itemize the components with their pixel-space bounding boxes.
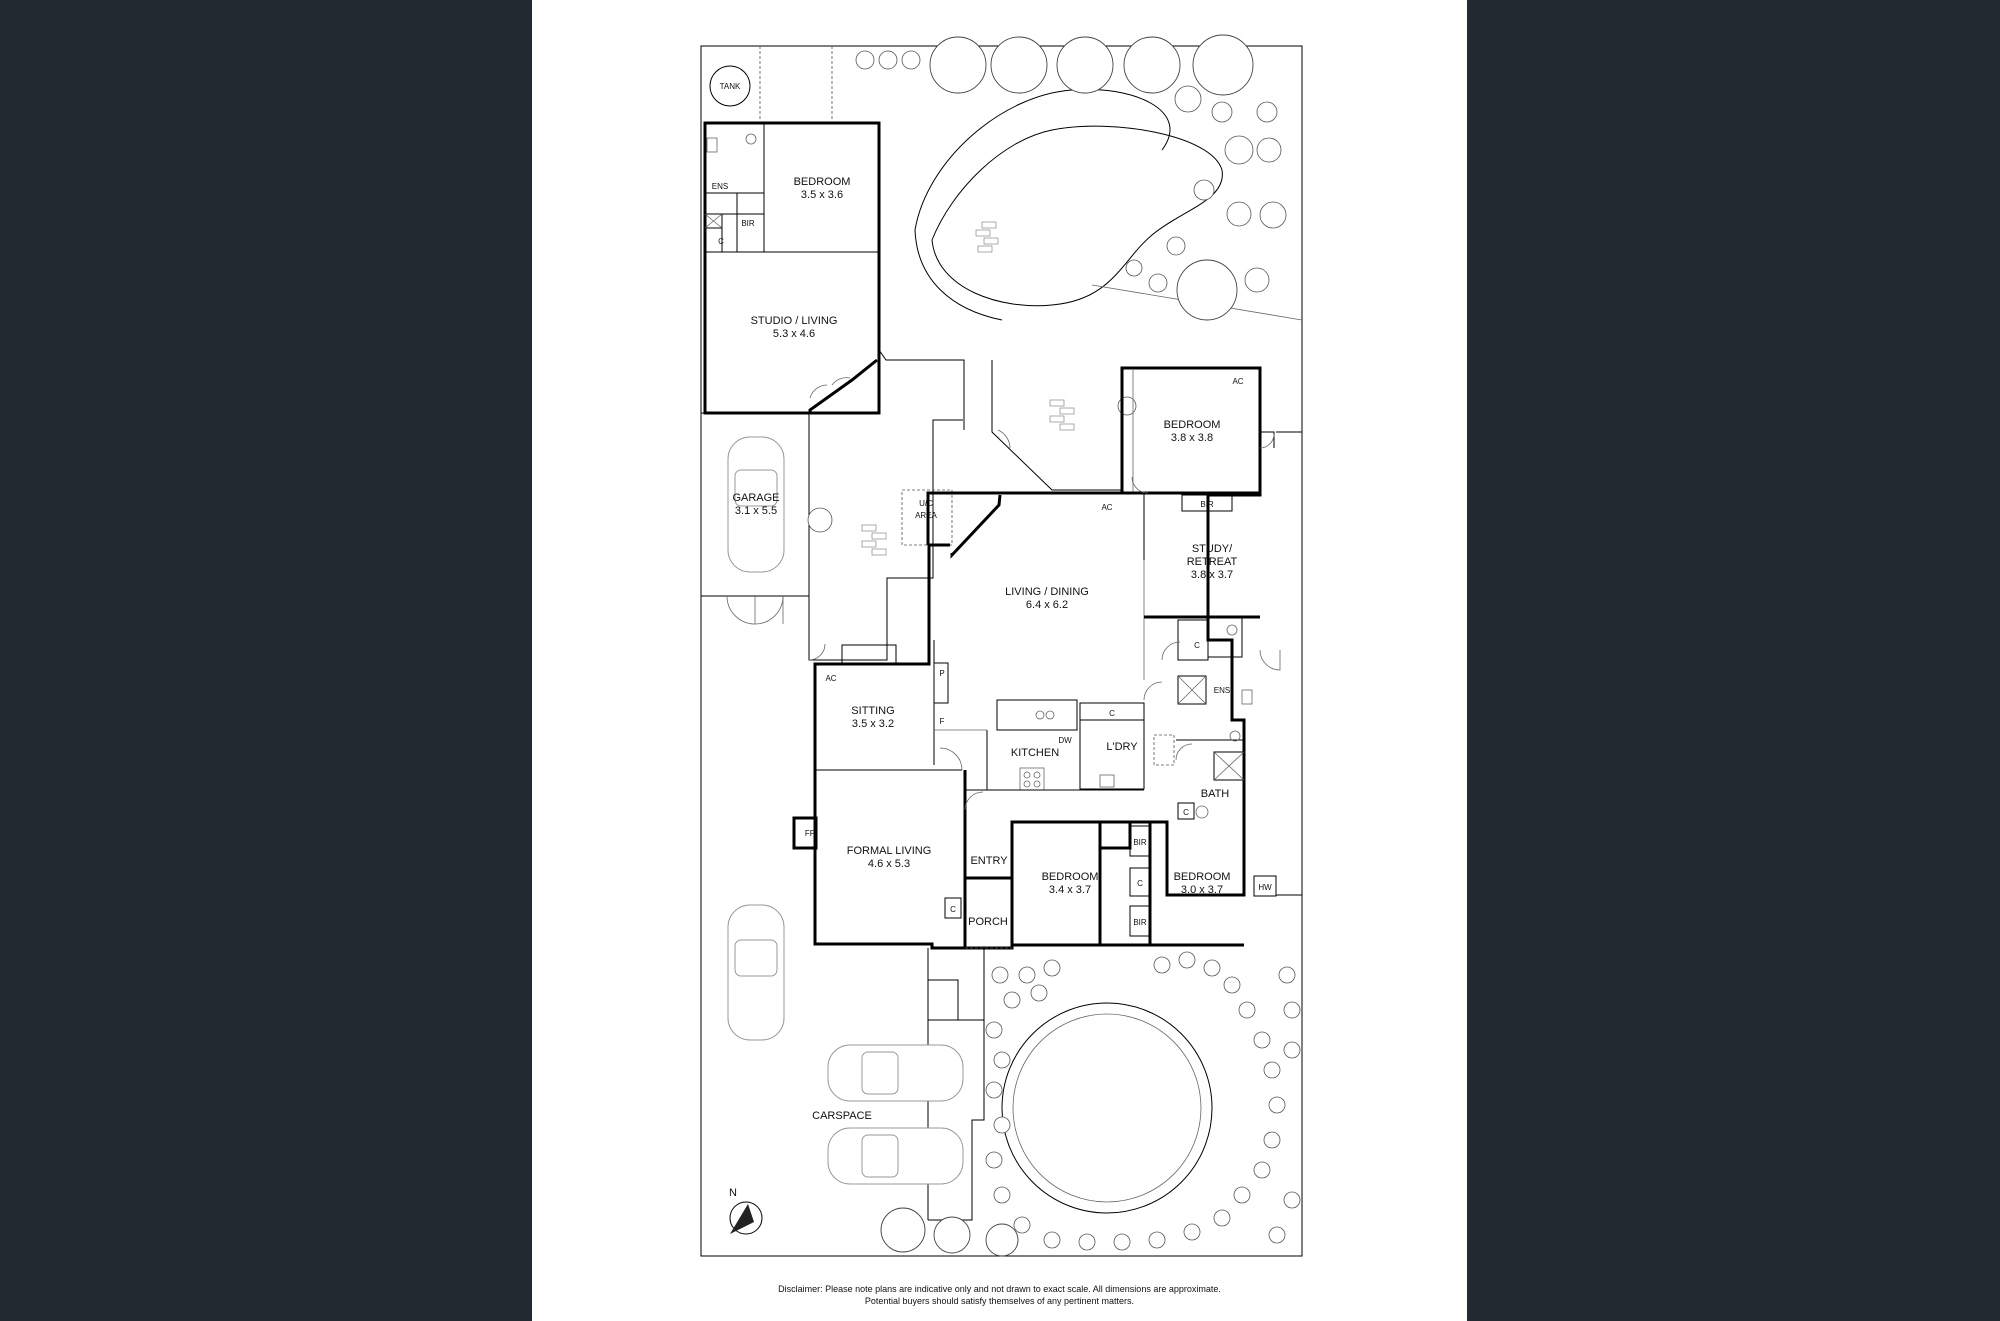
water-tank — [709, 65, 751, 107]
room-size-bedroom-rear: 3.5 x 3.6 — [801, 189, 843, 201]
studio-building: ENS BIR C BEDROOM 3.5 x 3.6 STUDIO / LIV… — [703, 121, 965, 430]
room-size-studio: 5.3 x 4.6 — [773, 328, 815, 340]
bir-rear-label: BIR — [741, 219, 755, 228]
room-size-bedroom-3: 3.4 x 3.7 — [1049, 884, 1091, 896]
room-name-bedroom-3: BEDROOM — [1042, 871, 1099, 883]
room-name-study-2: RETREAT — [1187, 556, 1238, 568]
room-name-garage: GARAGE — [732, 492, 779, 504]
north-arrow-icon: N — [729, 1187, 763, 1235]
room-name-formal: FORMAL LIVING — [847, 845, 932, 857]
fireplace-label: FP — [805, 829, 815, 838]
garage: GARAGE 3.1 x 5.5 — [700, 412, 810, 625]
front-shrubs — [880, 951, 1301, 1257]
room-size-bedroom-4: 3.0 x 3.7 — [1181, 884, 1223, 896]
fridge-label: F — [940, 717, 945, 726]
room-size-garage: 3.1 x 5.5 — [735, 505, 777, 517]
room-name-bedroom-ne: BEDROOM — [1164, 419, 1221, 431]
porch-label: PORCH — [968, 916, 1008, 928]
closet-mid-label: C — [1137, 879, 1143, 888]
uc-area-label: U/C — [919, 499, 933, 508]
room-size-sitting: 3.5 x 3.2 — [852, 718, 894, 730]
closet-entry-label: C — [950, 905, 956, 914]
disclaimer-line-1: Disclaimer: Please note plans are indica… — [778, 1284, 1221, 1294]
floor-plan: TANK — [700, 34, 1303, 1257]
entry-label: ENTRY — [970, 855, 1008, 867]
front-garden: CARSPACE N — [727, 904, 1301, 1257]
closet-rear-label: C — [718, 237, 724, 246]
disclaimer: Disclaimer: Please note plans are indica… — [532, 1283, 1467, 1307]
bir-b-label: BIR — [1133, 918, 1147, 927]
north-label: N — [729, 1187, 737, 1199]
closet-bath-label: C — [1183, 808, 1189, 817]
room-name-sitting: SITTING — [851, 705, 894, 717]
disclaimer-line-2: Potential buyers should satisfy themselv… — [864, 1296, 1135, 1306]
room-size-bedroom-ne: 3.8 x 3.8 — [1171, 432, 1213, 444]
tank-label: TANK — [720, 82, 741, 91]
closet-kitchen-label: C — [1109, 709, 1115, 718]
room-name-studio: STUDIO / LIVING — [751, 315, 838, 327]
front-garden-circle — [1001, 1002, 1213, 1214]
dishwasher-label: DW — [1058, 736, 1072, 745]
laundry-label: L'DRY — [1106, 741, 1138, 753]
ac-living-label: AC — [1101, 503, 1112, 512]
bir-ne-label: BIR — [1200, 500, 1214, 509]
pantry-label: P — [939, 669, 944, 678]
kitchen-label: KITCHEN — [1011, 747, 1059, 759]
garden-trees — [855, 34, 1287, 321]
main-house: BIR AC BEDROOM 3.8 x 3.8 AC LIVING / DIN… — [792, 360, 1303, 950]
floor-plan-sheet: TANK — [532, 0, 1467, 1321]
ensuite-rear-label: ENS — [712, 182, 728, 191]
property-boundary — [700, 45, 1303, 1257]
closet-study-label: C — [1194, 641, 1200, 650]
room-name-bedroom-4: BEDROOM — [1174, 871, 1231, 883]
courtyard: U/C AREA — [807, 413, 963, 661]
room-size-study: 3.8 x 3.7 — [1191, 569, 1233, 581]
bir-a-label: BIR — [1133, 838, 1147, 847]
ac-ne-label: AC — [1232, 377, 1243, 386]
rear-garden: TANK — [709, 34, 1303, 321]
ac-sitting-label: AC — [825, 674, 836, 683]
room-name-living: LIVING / DINING — [1005, 586, 1089, 598]
uc-area-label-2: AREA — [915, 511, 937, 520]
ensuite-mid-label: ENS — [1214, 686, 1230, 695]
bath-label: BATH — [1201, 788, 1230, 800]
hot-water-label: HW — [1258, 883, 1272, 892]
carspace-label: CARSPACE — [812, 1110, 872, 1122]
room-size-formal: 4.6 x 5.3 — [868, 858, 910, 870]
room-size-living: 6.4 x 6.2 — [1026, 599, 1068, 611]
room-name-bedroom-rear: BEDROOM — [794, 176, 851, 188]
room-name-study: STUDY/ — [1192, 543, 1233, 555]
